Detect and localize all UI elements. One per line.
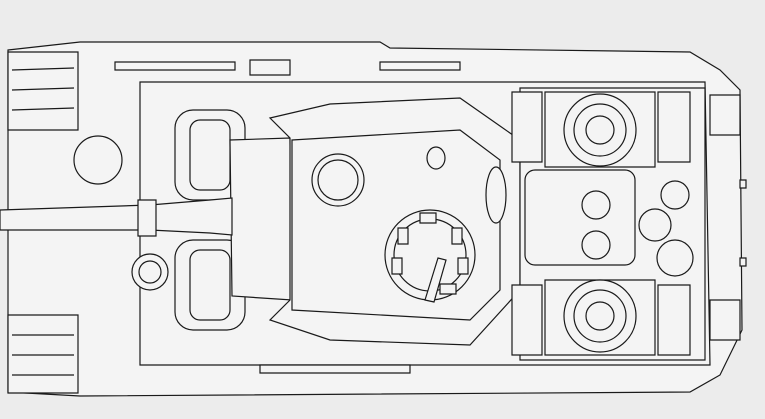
radiator-grilles [512, 92, 690, 355]
turret-side-port [486, 167, 506, 223]
gun-mantlet [230, 138, 292, 300]
muzzle-collar [138, 200, 156, 236]
front-right-fender [8, 315, 78, 393]
loader-hatch [312, 154, 364, 206]
access-plate [661, 181, 689, 209]
upper-fan-grille [545, 92, 655, 167]
fuel-filler-cap [582, 191, 610, 219]
loader-hatch-inner [318, 160, 358, 200]
front-hatch-ring [139, 261, 161, 283]
coolant-filler-cap [582, 231, 610, 259]
fan-cover [639, 209, 671, 241]
engine-access-panel [525, 170, 635, 265]
driver-periscope-hatch [74, 136, 122, 184]
front-left-fender [8, 52, 78, 130]
radio-hatch-inner [190, 250, 230, 320]
front-hatch [132, 254, 168, 290]
tool-racks [115, 60, 460, 373]
cupola-hatch-arm [425, 258, 446, 302]
lower-fan-grille [545, 280, 655, 355]
gun-barrel [0, 198, 232, 235]
cupola-periscopes [392, 213, 468, 294]
rear-exhausts [710, 95, 746, 340]
fender-ribs [12, 68, 74, 375]
fan-cover-2 [657, 240, 693, 276]
turret-roof [292, 130, 500, 320]
ventilator [427, 147, 445, 169]
